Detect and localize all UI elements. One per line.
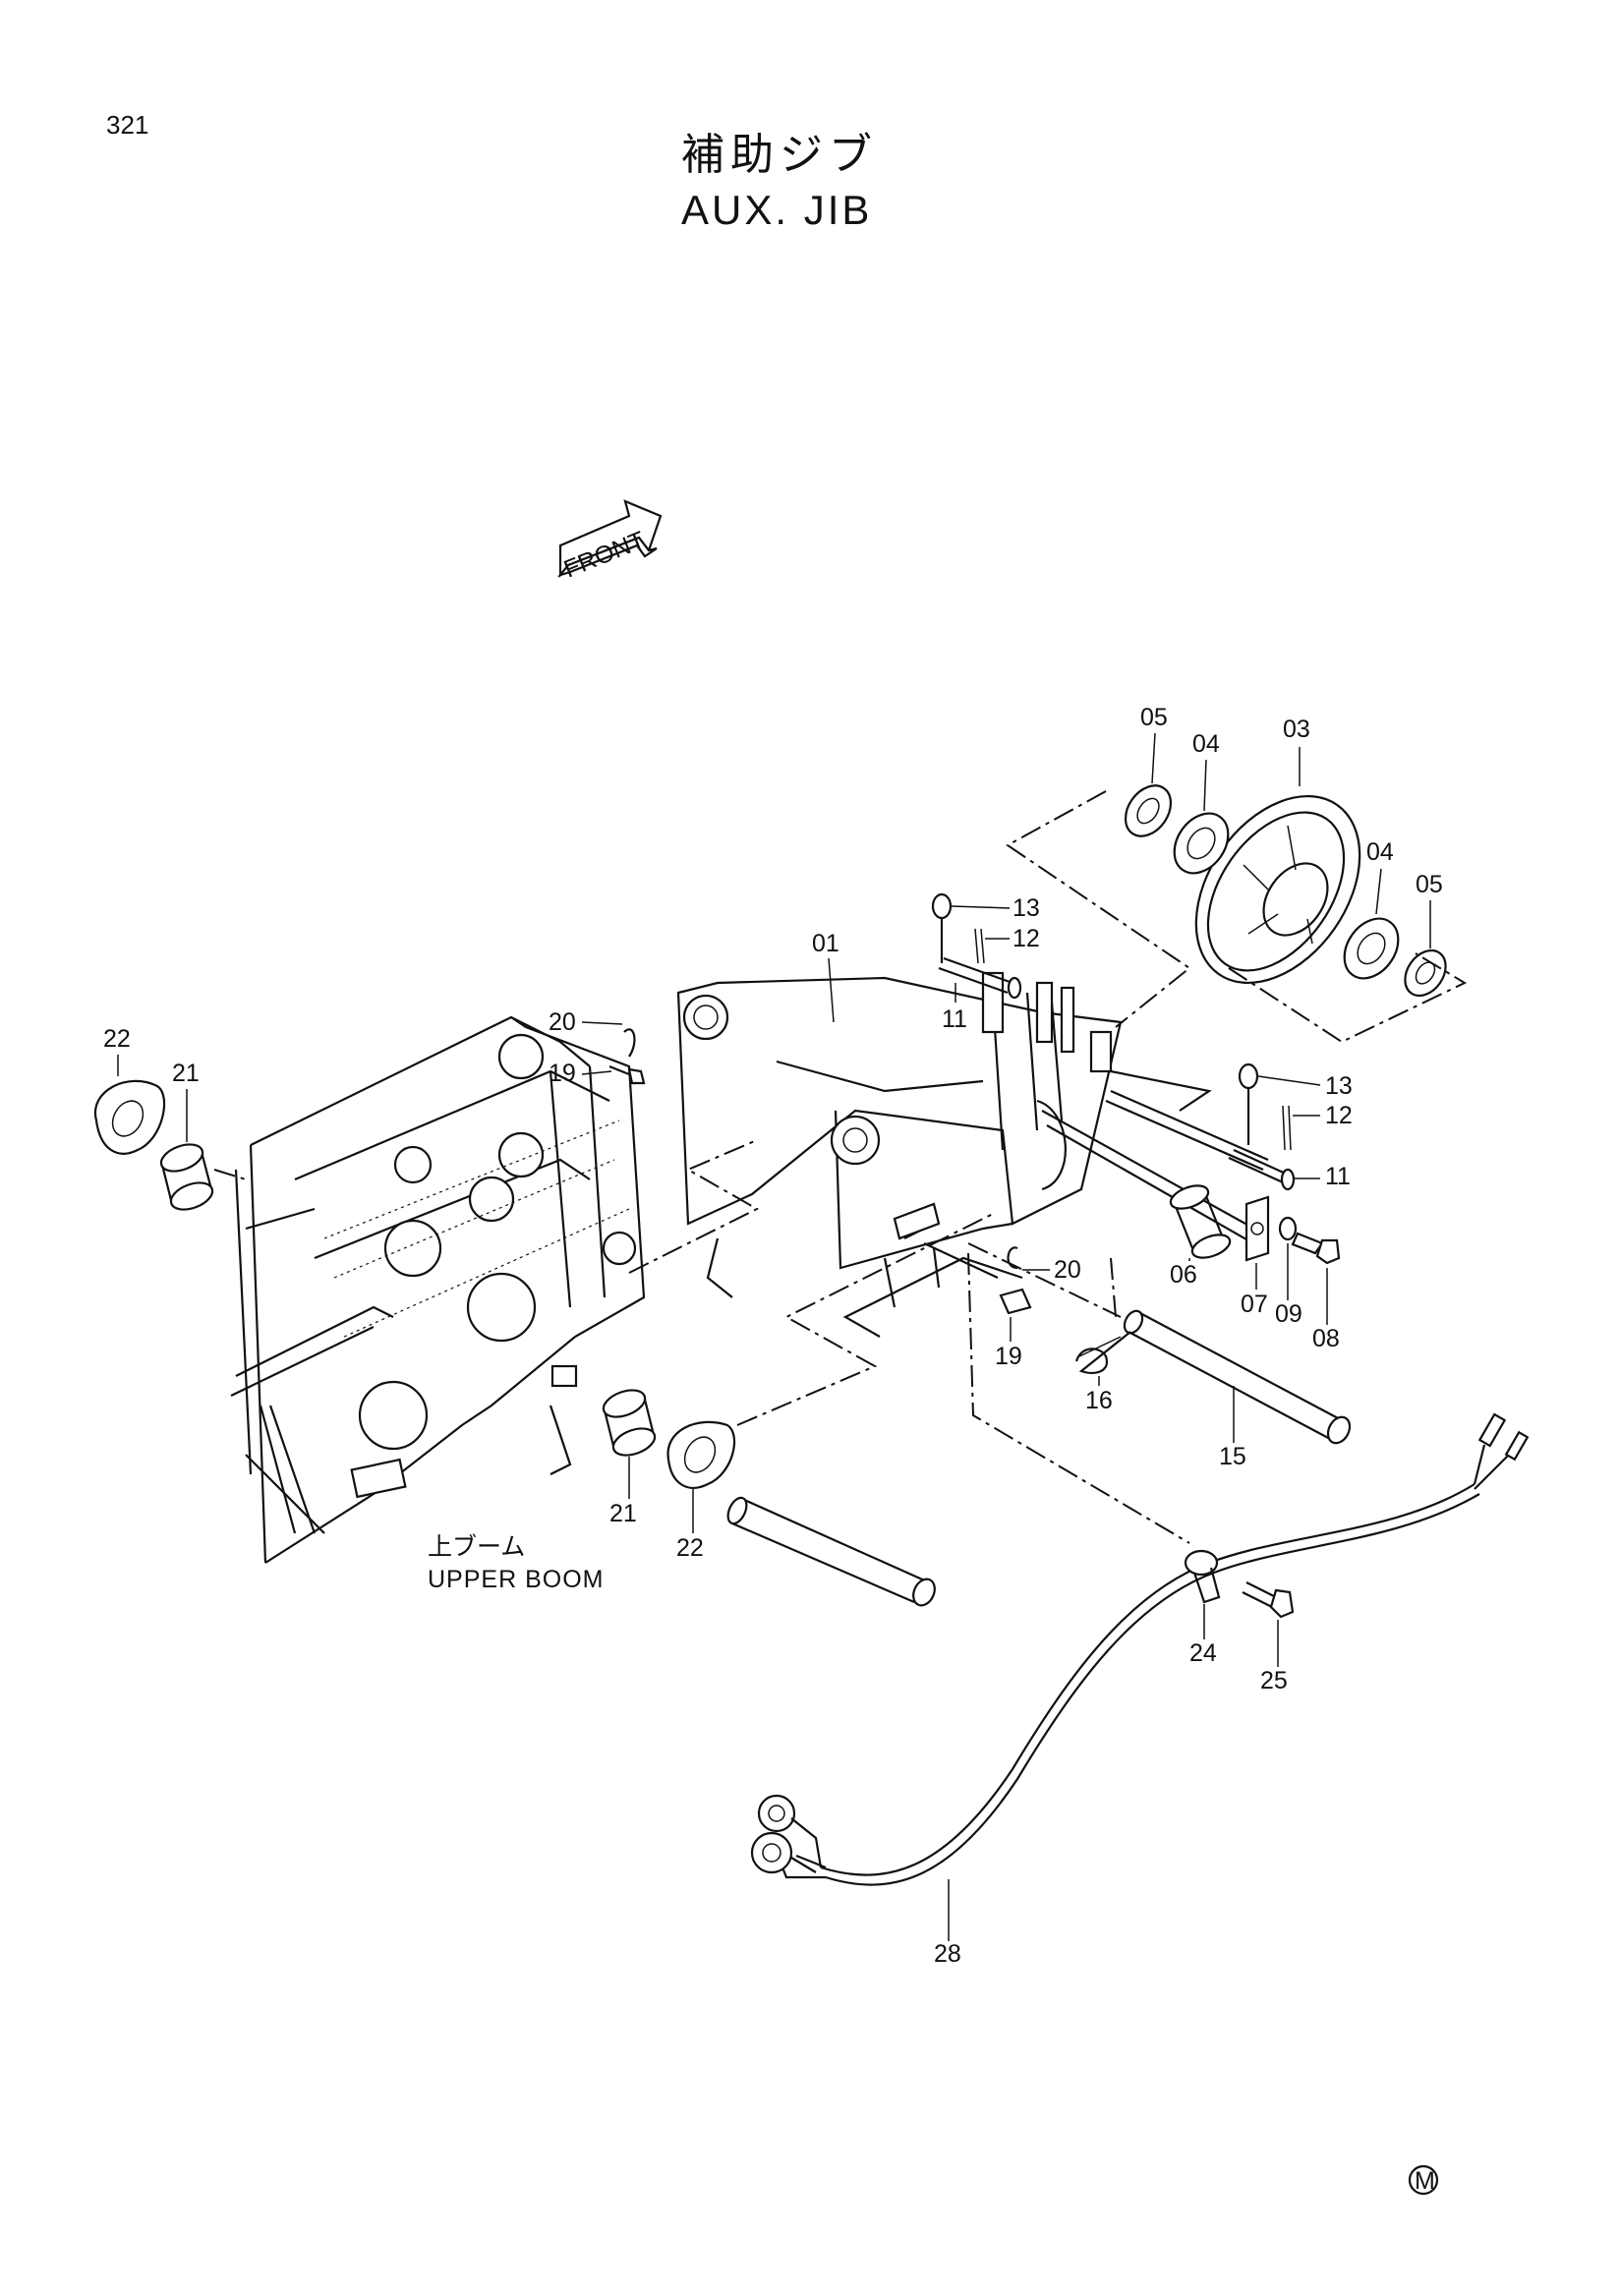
callout-24: 24 bbox=[1189, 1639, 1217, 1667]
callout-19b: 19 bbox=[995, 1343, 1022, 1370]
callout-01: 01 bbox=[812, 930, 839, 957]
callout-05a: 05 bbox=[1140, 704, 1168, 731]
bush-part-21-right bbox=[602, 1389, 657, 1457]
pin-19-lower-shaft bbox=[923, 1242, 999, 1279]
title-english: AUX. JIB bbox=[681, 187, 873, 233]
shaft-line-plate-07b bbox=[1046, 1124, 1254, 1244]
plate-22-exploded-line bbox=[736, 1213, 994, 1426]
upper-boom-label-en: UPPER BOOM bbox=[428, 1566, 604, 1593]
callout-04b: 04 bbox=[1366, 838, 1394, 866]
callout-09: 09 bbox=[1275, 1300, 1302, 1328]
callout-22a: 22 bbox=[103, 1025, 131, 1053]
callout-19a: 19 bbox=[549, 1060, 576, 1087]
bush-part-06 bbox=[1169, 1184, 1232, 1259]
callout-28: 28 bbox=[934, 1940, 961, 1968]
callout-16: 16 bbox=[1085, 1387, 1113, 1414]
bracket-part-01 bbox=[676, 971, 1212, 1338]
pin-part-19-upper bbox=[608, 1064, 646, 1085]
plate-part-07 bbox=[1244, 1195, 1270, 1262]
sheave-exploded-line-left bbox=[1006, 790, 1191, 1028]
title-block: 補助ジブ AUX. JIB bbox=[681, 128, 878, 238]
callout-21b: 21 bbox=[609, 1500, 637, 1527]
title-japanese: 補助ジブ bbox=[681, 130, 878, 180]
harness-dashed-line bbox=[967, 1252, 1190, 1544]
callout-labels: 01 03 04 04 05 05 06 07 08 09 11 11 12 1… bbox=[103, 704, 1443, 1968]
pin-part-11-upper bbox=[931, 892, 1022, 1000]
bolt-part-25 bbox=[1242, 1581, 1295, 1619]
bush-21-left-line bbox=[213, 1169, 247, 1180]
callout-11a: 11 bbox=[942, 1005, 967, 1033]
pin-shaft-11-lower-connector-2 bbox=[1105, 1099, 1264, 1172]
bearing-part-04-left-bore bbox=[1186, 827, 1216, 860]
bearing-part-04-left bbox=[1173, 812, 1230, 875]
shaft-line-plate-07 bbox=[1041, 1110, 1264, 1234]
shaft-15-center-line bbox=[967, 1242, 1122, 1318]
washer-part-09 bbox=[1278, 1216, 1298, 1241]
callout-11b: 11 bbox=[1325, 1163, 1351, 1190]
boom-to-bracket-line bbox=[628, 1139, 760, 1274]
bearing-part-04-right-bore bbox=[1357, 932, 1386, 965]
callout-03: 03 bbox=[1283, 716, 1310, 743]
pin-part-19-lower bbox=[999, 1288, 1032, 1315]
callout-04a: 04 bbox=[1192, 730, 1220, 758]
collar-part-05-right bbox=[1404, 948, 1447, 998]
callout-20a: 20 bbox=[549, 1008, 576, 1036]
shaft-15-vertical-line bbox=[1110, 1257, 1117, 1318]
collar-part-05-left bbox=[1124, 784, 1173, 837]
loose-pin-shaft bbox=[726, 1496, 936, 1607]
pin-shaft-11-lower-connector bbox=[1110, 1089, 1269, 1162]
wire-harness-part-28 bbox=[750, 1412, 1530, 1886]
callout-20b: 20 bbox=[1054, 1256, 1081, 1284]
clip-part-20-upper bbox=[623, 1028, 636, 1058]
collar-part-05-left-bore bbox=[1136, 797, 1160, 825]
callout-13a: 13 bbox=[1012, 894, 1040, 922]
manufacturer-mark-letter: M bbox=[1415, 2167, 1435, 2195]
page-number: 321 bbox=[106, 110, 149, 140]
callout-15: 15 bbox=[1219, 1443, 1246, 1470]
callout-05b: 05 bbox=[1416, 871, 1443, 898]
callout-08: 08 bbox=[1312, 1325, 1340, 1352]
callout-25: 25 bbox=[1260, 1667, 1288, 1694]
plate-part-22-left bbox=[93, 1079, 166, 1155]
r-pin-part-16 bbox=[1074, 1331, 1131, 1374]
sheave-part-03 bbox=[1194, 794, 1361, 985]
front-arrow-icon: FRONT bbox=[556, 499, 663, 584]
upper-boom-drawing bbox=[230, 1015, 646, 1564]
callout-21a: 21 bbox=[172, 1060, 200, 1087]
bush-part-21-left bbox=[159, 1143, 214, 1211]
upper-boom-label-jp: 上ブーム bbox=[428, 1532, 525, 1561]
callout-06: 06 bbox=[1170, 1261, 1197, 1289]
callout-22b: 22 bbox=[676, 1534, 704, 1562]
plate-part-22-right bbox=[666, 1420, 736, 1489]
clamp-part-24 bbox=[1184, 1549, 1221, 1604]
bracket-tab bbox=[893, 1202, 941, 1240]
clip-part-20-lower bbox=[1007, 1246, 1018, 1270]
callout-12b: 12 bbox=[1325, 1102, 1353, 1129]
callout-12a: 12 bbox=[1012, 925, 1040, 952]
callout-13b: 13 bbox=[1325, 1072, 1353, 1100]
manufacturer-mark-icon: M bbox=[1408, 2164, 1439, 2196]
callout-07: 07 bbox=[1241, 1291, 1268, 1318]
bolt-part-08 bbox=[1291, 1232, 1341, 1265]
pin-part-11-lower bbox=[1228, 1062, 1296, 1191]
sheave-exploded-line-right bbox=[1228, 952, 1468, 1044]
bearing-part-04-right bbox=[1343, 917, 1400, 980]
shaft-part-15 bbox=[1123, 1309, 1352, 1445]
